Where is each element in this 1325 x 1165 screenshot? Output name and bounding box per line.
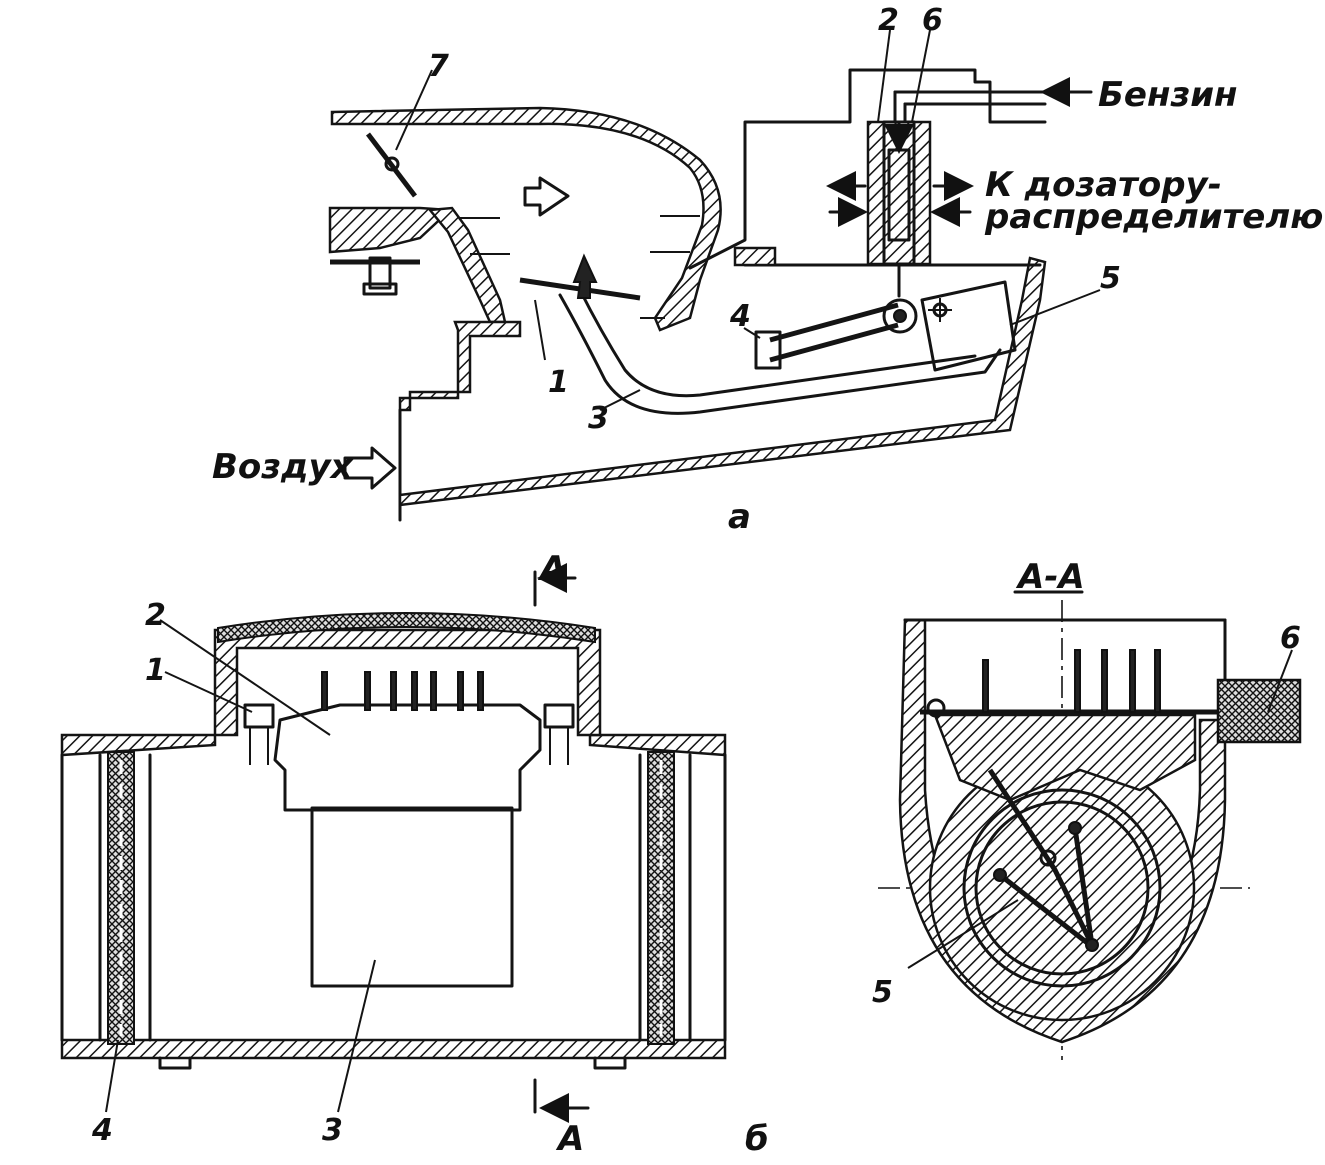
callout-b-2: 2: [145, 598, 166, 633]
measuring-flap: [310, 806, 514, 988]
bolt-right: [543, 703, 575, 729]
callout-a-6: 6: [922, 3, 943, 38]
callout-a-4: 4: [729, 299, 751, 334]
tube-top-left: [60, 733, 217, 757]
figure-b-air-flow-meter: [60, 563, 727, 1123]
inlet-step-wall: [398, 320, 522, 412]
upper-channel-wall: [330, 106, 722, 332]
flow-straightener-right: [647, 751, 675, 1045]
air-inlet-arrow-icon: [343, 446, 397, 490]
screw-left: [368, 256, 392, 290]
lever-pivot: [882, 298, 918, 334]
section-upper-block: [933, 713, 1197, 802]
callout-a-5: 5: [1100, 261, 1121, 296]
housing-cover: [217, 612, 596, 644]
callout-b-4: 4: [91, 1113, 113, 1148]
electrical-connector: [1216, 678, 1302, 744]
throttle-valve: [366, 132, 417, 198]
throttle-body-left: [328, 206, 453, 254]
callout-a-3: 3: [588, 401, 609, 436]
air-funnel: [558, 293, 1002, 415]
callout-a-2: 2: [878, 3, 899, 38]
venturi-left-wall: [427, 206, 507, 324]
housing-bottom-wall: [398, 256, 1047, 507]
callout-s-6: 6: [1280, 621, 1301, 656]
callout-b-1: 1: [145, 653, 166, 688]
counterweight: [920, 280, 1017, 372]
section-a-a-view: [878, 590, 1302, 1060]
callout-s-5: 5: [872, 975, 893, 1010]
sensor-board: [273, 703, 542, 812]
figure-a-mixture-regulator: [328, 29, 1101, 522]
caption-a: а: [728, 497, 751, 537]
connector-pins: [321, 671, 484, 711]
lever-adjust-screw: [754, 330, 782, 370]
upper-housing-outline: [688, 68, 1047, 270]
section-title: А-А: [1015, 557, 1085, 597]
flow-straightener-left: [107, 751, 135, 1045]
label-to-distributor-1: К дозатору-: [985, 165, 1222, 205]
section-mark-a-bottom: А: [555, 1119, 584, 1159]
label-air: Воздух: [212, 447, 354, 487]
bolt-left: [243, 703, 275, 729]
section-bore: [962, 788, 1162, 988]
label-to-distributor-2: распределителю: [984, 197, 1323, 237]
up-arrow-icon: [572, 253, 598, 299]
label-fuel: Бензин: [1098, 75, 1238, 115]
callout-a-1: 1: [548, 365, 569, 400]
callout-b-3: 3: [322, 1113, 343, 1148]
caption-b: б: [745, 1119, 769, 1159]
callout-a-7: 7: [428, 49, 449, 84]
section-mark-a-top: А: [537, 549, 566, 589]
tube-bottom: [60, 1038, 727, 1060]
flow-arrow-icon: [523, 176, 570, 217]
